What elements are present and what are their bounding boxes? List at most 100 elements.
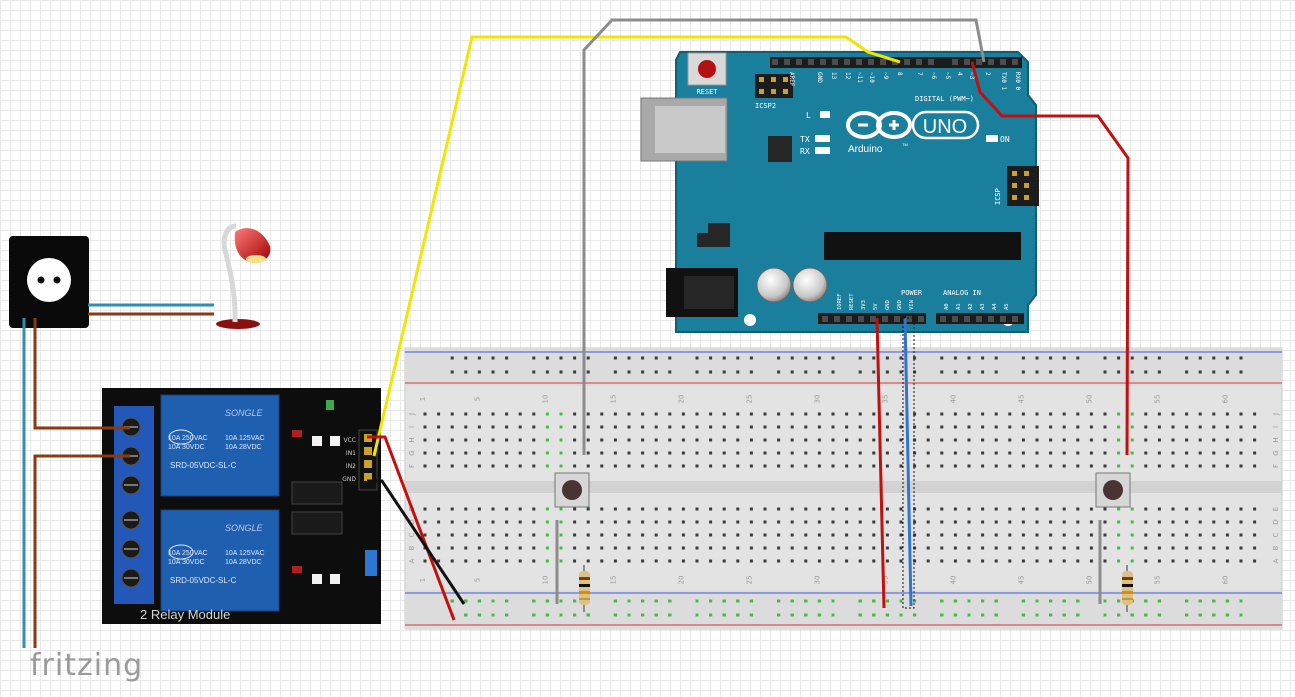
pushbutton-1[interactable] [554,472,590,508]
relay-pin-label: IN1 [346,450,356,457]
relay-k2-rating-left-2: 10A 30VDC [168,559,205,566]
analog-pin-label: A2 [968,303,974,310]
resistor-1 [579,565,590,612]
column-number: 40 [949,395,957,404]
digital-pin-label: TX0 1 [1000,72,1007,90]
column-number: 30 [813,576,821,585]
row-letter: F [408,464,416,468]
led-l-label: L [806,111,811,120]
column-number: 1 [419,578,427,582]
row-letter: J [1272,413,1280,416]
fritzing-logo: fritzing [30,648,144,683]
analog-pin-label: A3 [980,303,986,310]
column-number: 5 [473,397,481,401]
column-number: 50 [1085,395,1093,404]
analog-in-label: ANALOG IN [943,289,981,297]
row-letter: B [1272,545,1280,550]
icsp-label: ICSP [994,188,1002,205]
digital-pin-label: 4 [956,72,963,76]
ground-jumpers [555,520,1102,604]
svg-text:SONGLE: SONGLE [225,408,264,418]
breadboard-holes [423,356,1257,617]
relay-pin-label: VCC [344,437,356,444]
row-letter: A [408,558,416,563]
analog-pin-label: A1 [956,303,962,310]
column-number: 10 [541,576,549,585]
row-letter: J [408,413,416,416]
digital-pin-label: GND [816,72,823,83]
digital-pin-label: ~3 [968,72,975,80]
relay-k2-rating-right-1: 10A 125VAC [225,550,265,557]
digital-pin-label: ~11 [856,72,863,83]
digital-pin-label: ~10 [868,72,875,83]
column-number: 55 [1153,395,1161,404]
digital-pin-label: ~6 [930,72,937,80]
column-number: 25 [745,576,753,585]
analog-pin-label: A0 [944,303,950,310]
breadboard-column-numbers: 1155101015152020252530303535404045455050… [419,395,1229,585]
column-number: 30 [813,395,821,404]
power-pin-label: GND [897,300,903,310]
relay-k2-rating-right-2: 10A 28VDC [225,559,262,566]
row-letter: D [1272,519,1280,524]
row-letter: H [408,437,416,442]
power-pin-label: GND [885,300,891,310]
column-number: 5 [473,578,481,582]
relay-k1: SONGLE SRD-05VDC-SL-C [160,394,280,497]
column-number: 40 [949,576,957,585]
relay-module-label: 2 Relay Module [140,607,230,622]
power-wires [875,317,915,609]
relay-pin-label: GND [342,476,356,483]
column-number: 35 [881,395,889,404]
relay-input-wires [367,435,466,621]
column-number: 15 [609,576,617,585]
column-number: 20 [677,576,685,585]
digital-pin-label: ~5 [944,72,951,80]
trademark: TM [902,142,908,147]
digital-pin-label: 7 [916,72,923,76]
row-letter: G [408,450,416,455]
column-number: 50 [1085,576,1093,585]
row-letter: B [408,545,416,550]
column-number: 15 [609,395,617,404]
power-pin-label: IOREF [837,293,843,310]
relay-module[interactable]: SONGLE SRD-05VDC-SL-C SONGLE SRD-05VDC-S… [102,388,381,624]
relay-k1-rating-right-2: 10A 28VDC [225,444,262,451]
column-number: 25 [745,395,753,404]
row-letter: A [1272,558,1280,563]
power-pin-label: 3V3 [861,300,867,310]
power-outlet [9,236,89,328]
row-letter: F [1272,464,1280,468]
row-letter: G [1272,450,1280,455]
row-letter: D [408,519,416,524]
icsp2-label: ICSP2 [755,102,776,110]
column-number: 45 [1017,576,1025,585]
analog-pin-label: A5 [1004,303,1010,310]
row-letter: I [408,426,416,428]
resistor-2 [1122,565,1133,612]
mains-wires [22,303,214,648]
arduino-infinity-logo [846,111,912,139]
row-letter: E [1272,507,1280,511]
led-rx-label: RX [800,147,810,156]
row-letter: C [408,532,416,537]
pushbutton-2[interactable] [1095,472,1131,508]
column-number: 35 [881,576,889,585]
digital-pin-label: RX0 0 [1014,72,1021,90]
breadboard[interactable]: 1155101015152020252530303535404045455050… [404,347,1283,630]
power-pin-label: RESET [849,293,855,310]
red-wire-pin2 [970,61,1130,456]
digital-pin-label: ~9 [882,72,889,80]
svg-text:SONGLE: SONGLE [225,523,264,533]
power-pin-label: 5V [873,303,879,310]
digital-label: DIGITAL (PWM~) [915,95,974,103]
yellow-signal-wire [372,35,901,457]
relay-k1-rating-right-1: 10A 125VAC [225,435,265,442]
column-number: 45 [1017,395,1025,404]
digital-pin-label: AREF [788,72,795,87]
reset-label: RESET [696,88,718,96]
